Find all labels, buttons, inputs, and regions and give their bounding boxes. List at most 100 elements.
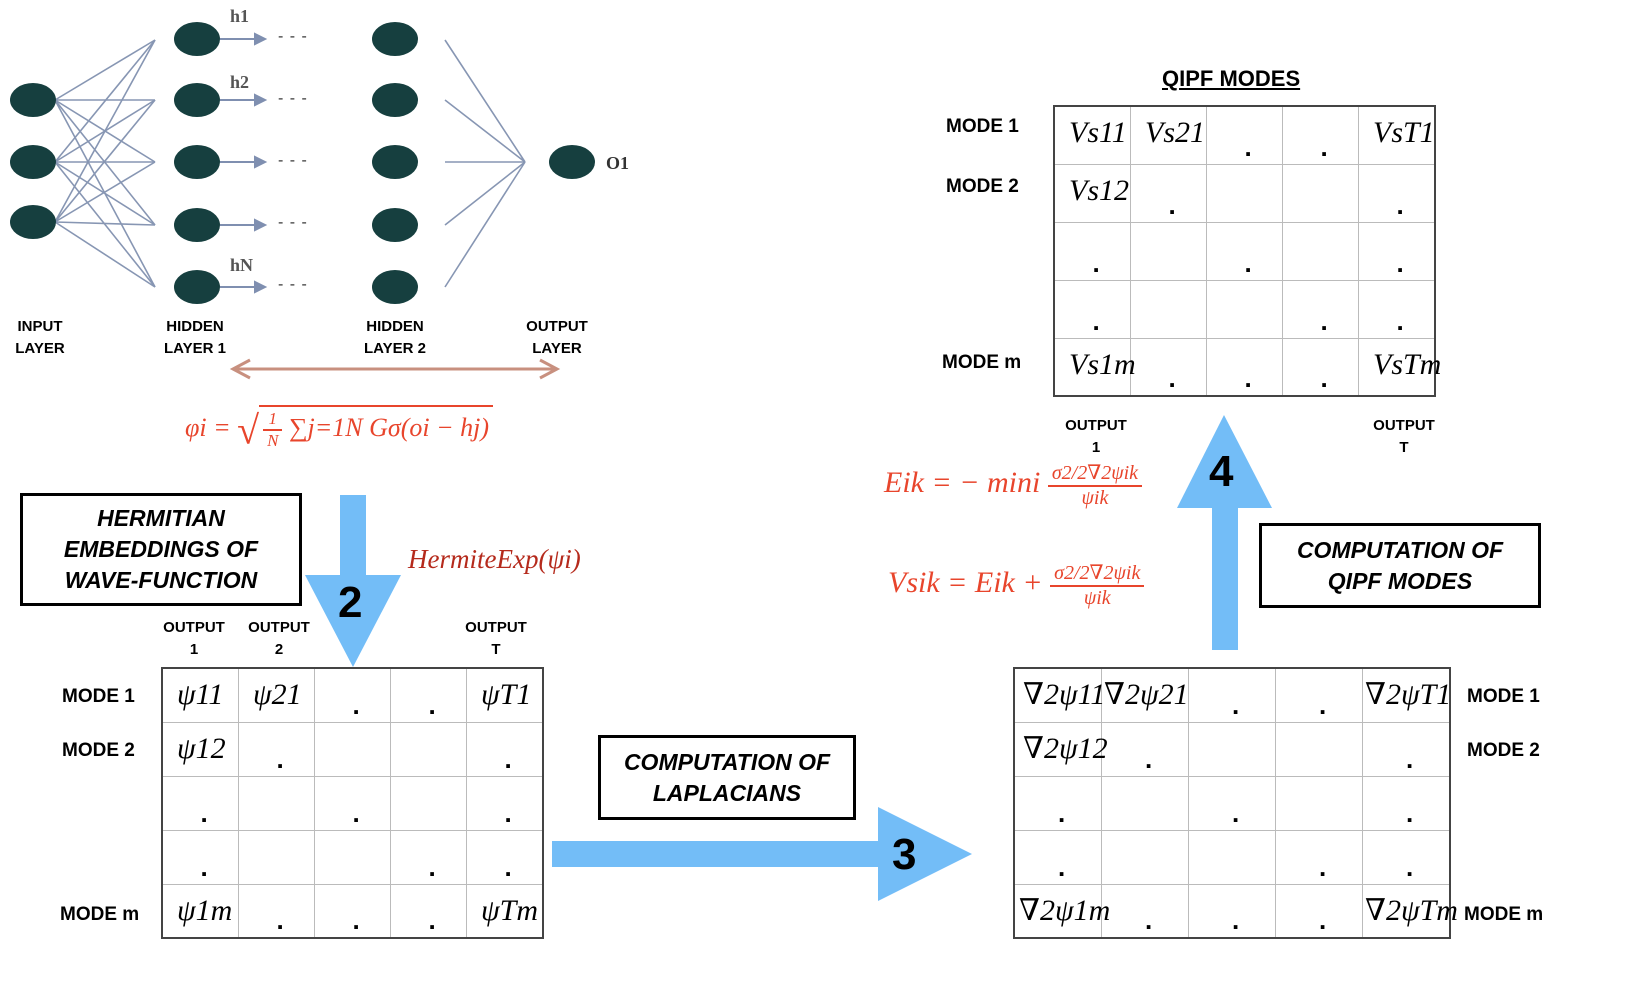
v-row-label-modem: MODE m (942, 352, 1022, 373)
psi-cell: . (238, 883, 315, 939)
neural-network-diagram (10, 22, 595, 380)
v-cell (1282, 221, 1359, 281)
lap-cell: . (1275, 667, 1363, 723)
v-cell: . (1130, 163, 1207, 223)
v-cell (1206, 279, 1283, 339)
lap-cell: . (1188, 883, 1276, 939)
lap-cell (1101, 775, 1189, 831)
v-cell: . (1053, 279, 1131, 339)
v-cell: . (1282, 279, 1359, 339)
v-cell (1282, 163, 1359, 223)
v-row-label-mode2: MODE 2 (946, 176, 1019, 197)
psi-cell (238, 829, 315, 885)
right-arrow-step3 (552, 807, 972, 901)
psi-row-label-mode2: MODE 2 (62, 740, 135, 761)
lap-row-label-mode1: MODE 1 (1467, 686, 1540, 707)
v-cell (1130, 279, 1207, 339)
v-row-label-mode1: MODE 1 (946, 116, 1019, 137)
down-arrow-step2 (305, 495, 401, 667)
qipf-modes-title: QIPF MODES (1162, 66, 1301, 91)
psi-cell (390, 721, 467, 777)
ellipsis-2: - - - (278, 90, 308, 107)
v-cell: . (1282, 105, 1359, 165)
lap-cell: . (1188, 667, 1276, 723)
psi-cell: . (466, 721, 544, 777)
step-2-number: 2 (338, 578, 363, 627)
laplacian-matrix: ∇2ψ11 ∇2ψ21 . . ∇2ψT1 ∇2ψ12 . . . . . . … (1013, 667, 1458, 939)
v-cell: VsTm (1358, 337, 1441, 397)
psi-row-label-modem: MODE m (60, 904, 140, 925)
v-cell: Vs12 (1053, 163, 1131, 223)
psi-cell (390, 775, 467, 831)
lap-cell: ∇2ψ11 (1013, 667, 1105, 723)
v-cell: . (1358, 279, 1436, 339)
ellipsis-3: - - - (278, 152, 308, 169)
psi-cell: ψTm (466, 883, 544, 939)
psi-cell: . (161, 829, 239, 885)
network-edges (54, 39, 526, 288)
h2-label: h2 (230, 72, 250, 92)
lap-cell: . (1101, 883, 1189, 939)
v-cell: . (1358, 221, 1436, 281)
lap-cell: ∇2ψTm (1362, 883, 1458, 939)
v-cell: Vs1m (1053, 337, 1136, 397)
lap-cell (1188, 721, 1276, 777)
psi-cell (314, 721, 391, 777)
v-cell: . (1282, 337, 1359, 397)
v-cell: Vs21 (1130, 105, 1207, 165)
lap-cell: . (1013, 829, 1102, 885)
lap-cell: . (1275, 829, 1363, 885)
v-cell: . (1053, 221, 1131, 281)
lap-cell (1101, 829, 1189, 885)
psi-cell (314, 829, 391, 885)
hermite-exp-formula: HermiteExp(ψi) (408, 544, 581, 574)
step-4-number: 4 (1209, 447, 1234, 496)
lap-cell: ∇2ψT1 (1362, 667, 1451, 723)
psi-cell: . (466, 829, 544, 885)
output-node-label: O1 (606, 153, 630, 173)
psi-row-label-mode1: MODE 1 (62, 686, 135, 707)
psi-cell: . (390, 667, 467, 723)
ellipsis-1: - - - (278, 28, 308, 45)
v-cell (1206, 163, 1283, 223)
v-cell: . (1206, 221, 1283, 281)
v-cell: VsT1 (1358, 105, 1436, 165)
qipf-matrix: Vs11 Vs21 . . VsT1 Vs12 . . . . . . . . … (1053, 105, 1441, 397)
psi-cell: . (314, 775, 391, 831)
lap-cell (1188, 829, 1276, 885)
psi-cell: ψ1m (161, 883, 239, 939)
network-nodes (10, 22, 595, 304)
psi-matrix: ψ11 ψ21 . . ψT1 ψ12 . . . . . . . . ψ1m … (161, 667, 544, 939)
lap-cell: ∇2ψ12 (1013, 721, 1108, 777)
psi-cell: . (390, 829, 467, 885)
h1-label: h1 (230, 6, 250, 26)
psi-cell: ψT1 (466, 667, 544, 723)
lap-row-label-mode2: MODE 2 (1467, 740, 1540, 761)
up-arrow-step4 (1177, 415, 1272, 650)
lap-row-label-modem: MODE m (1464, 904, 1544, 925)
lap-cell: . (1188, 775, 1276, 831)
psi-cell: ψ21 (238, 667, 315, 723)
psi-cell (238, 775, 315, 831)
psi-cell: . (314, 667, 391, 723)
step-3-number: 3 (892, 830, 917, 879)
hN-label: hN (230, 255, 254, 275)
v-cell: Vs11 (1053, 105, 1131, 165)
psi-cell: ψ11 (161, 667, 239, 723)
lap-cell: . (1275, 883, 1363, 939)
v-cell: . (1130, 337, 1207, 397)
v-cell (1130, 221, 1207, 281)
psi-cell: . (390, 883, 467, 939)
lap-cell: . (1013, 775, 1102, 831)
